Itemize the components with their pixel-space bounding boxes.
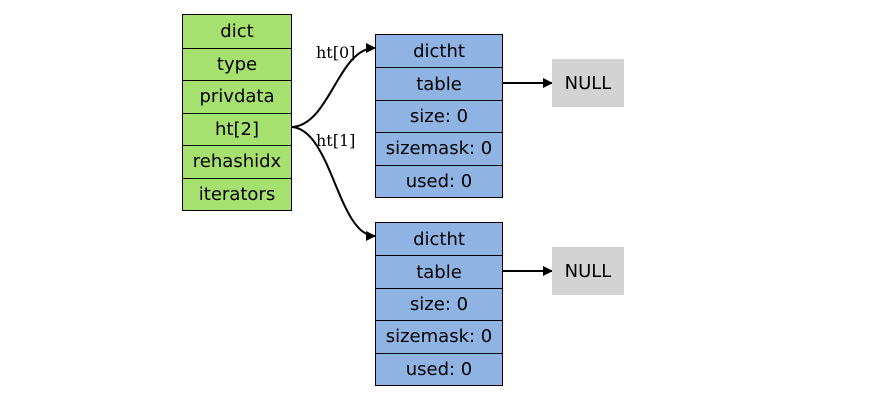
- null-node-0: NULL: [552, 59, 624, 107]
- dictht-1-sizemask: sizemask: 0: [376, 320, 502, 352]
- dictht-1-size: size: 0: [376, 287, 502, 320]
- dictht-0-sizemask: sizemask: 0: [376, 132, 502, 164]
- edge-label-ht0: ht[0]: [316, 43, 355, 62]
- dictht-1-table: table: [376, 255, 502, 287]
- dictht-0: dictht table size: 0 sizemask: 0 used: 0: [375, 34, 503, 198]
- dict-struct: dict type privdata ht[2] rehashidx itera…: [182, 14, 292, 211]
- dict-field-privdata: privdata: [183, 80, 291, 113]
- dictht-0-used: used: 0: [376, 164, 502, 197]
- dictht-1-title: dictht: [413, 228, 465, 250]
- null-node-1: NULL: [552, 247, 624, 295]
- dict-field-name: dict: [220, 20, 254, 42]
- dict-field-iterators: iterators: [183, 177, 291, 211]
- edge-ht1: [291, 126, 376, 241]
- dict-field-ht: ht[2]: [183, 112, 291, 146]
- dict-field-rehashidx: rehashidx: [183, 145, 291, 178]
- dictht-0-table: table: [376, 67, 502, 99]
- dictht-1: dictht table size: 0 sizemask: 0 used: 0: [375, 222, 503, 386]
- dictht-0-title: dictht: [413, 40, 465, 62]
- dictht-1-used: used: 0: [376, 352, 502, 385]
- dictht-0-size: size: 0: [376, 99, 502, 132]
- edge-ht0: [291, 43, 376, 128]
- edge-label-ht1: ht[1]: [316, 131, 355, 150]
- dict-field-type: type: [183, 47, 291, 81]
